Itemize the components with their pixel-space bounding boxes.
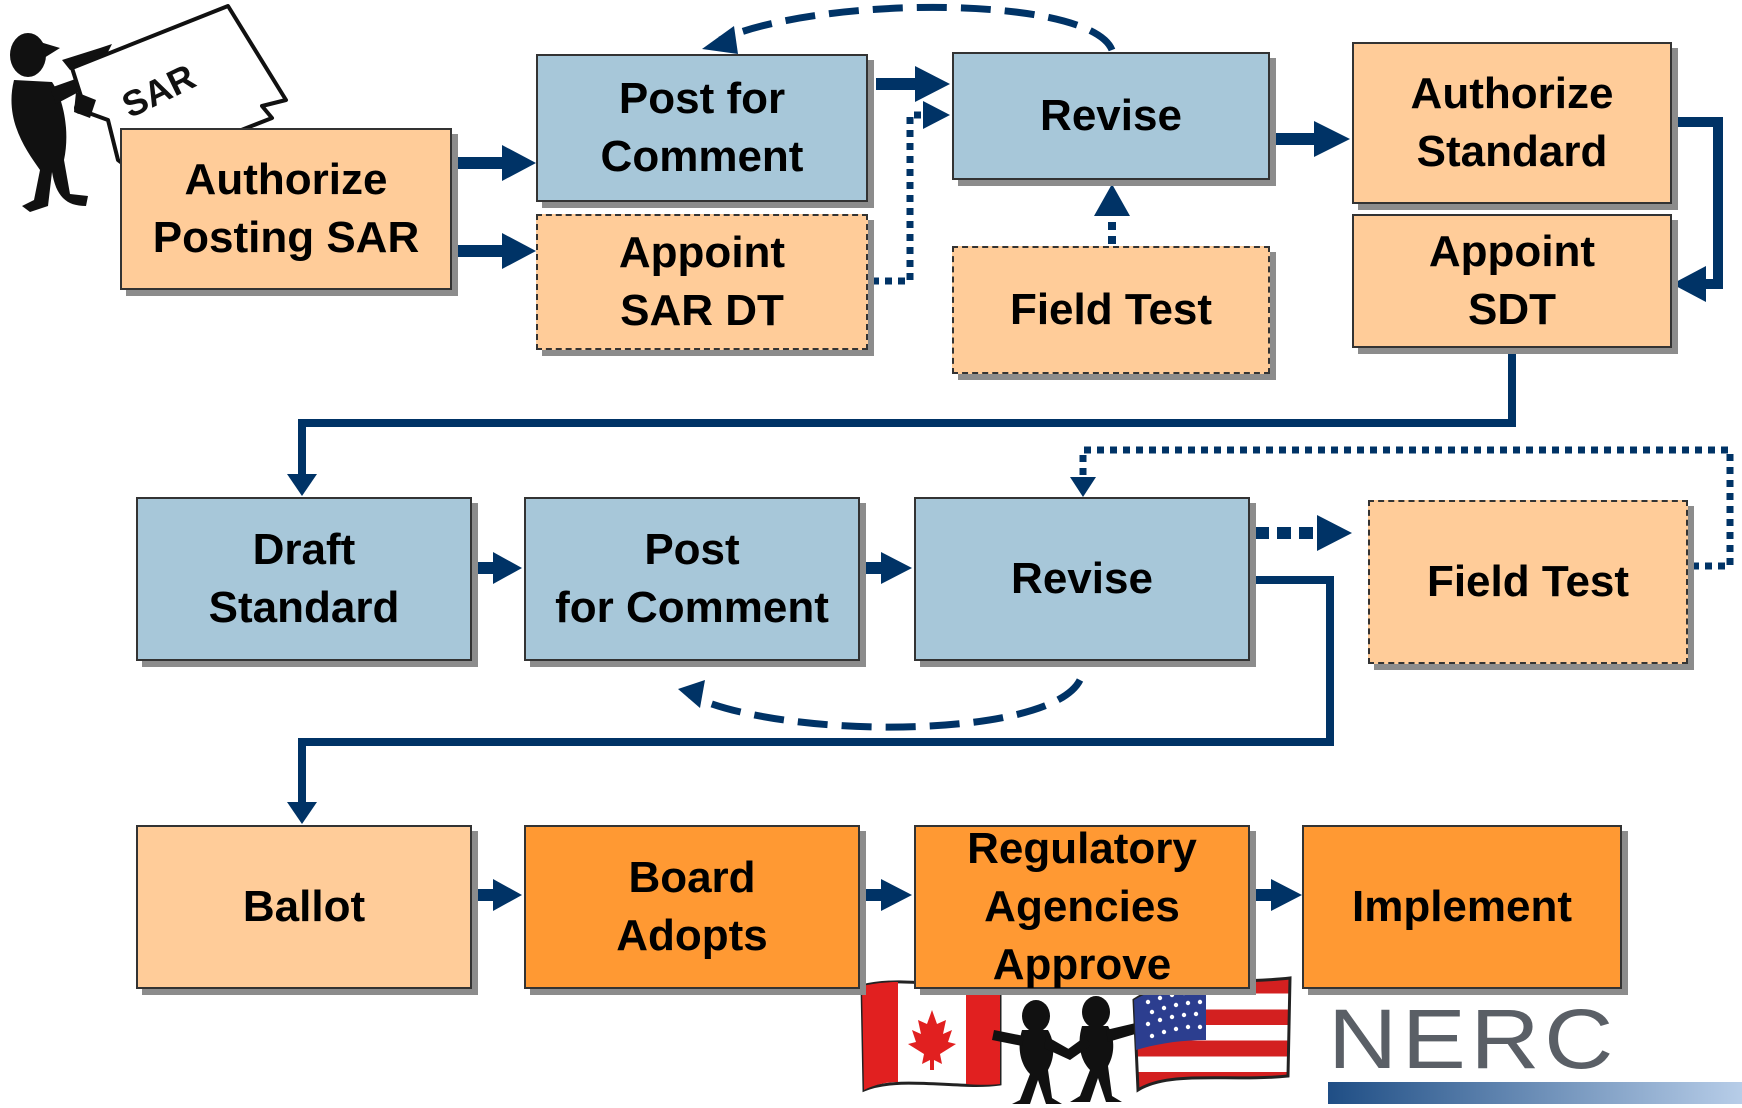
- canada-us-flags-figures-icon: [860, 976, 1292, 1104]
- revise-box-2: Revise: [914, 497, 1250, 661]
- arrow-regulatory-to-implement: [1256, 879, 1302, 911]
- board-adopts-box: Board Adopts: [524, 825, 860, 989]
- solid-connectors-row3: [476, 879, 1302, 911]
- appoint-sar-dt-box: Appoint SAR DT: [536, 214, 868, 350]
- dashed-feedback-row1: [702, 3, 1116, 54]
- arrow-ballot-to-board: [476, 879, 522, 911]
- arrow-post-to-revise-2: [864, 552, 912, 584]
- arrow-authorize-to-appoint-dt: [458, 233, 536, 269]
- solid-connectors-row1: [458, 66, 1723, 302]
- us-flag-icon: [1132, 976, 1292, 1093]
- draft-standard-box: Draft Standard: [136, 497, 472, 661]
- connector-revise-to-ballot: [287, 576, 1334, 824]
- implement-box: Implement: [1302, 825, 1622, 989]
- arrow-authorize-to-post: [458, 145, 536, 181]
- arrow-revise-to-authorize-standard: [1273, 121, 1350, 157]
- field-test-box-1: Field Test: [952, 246, 1270, 374]
- arrow-board-to-regulatory: [864, 879, 912, 911]
- nerc-logo: NERC: [1328, 992, 1742, 1104]
- arrow-field-test-to-revise: [1094, 184, 1130, 244]
- regulatory-agencies-approve-box: Regulatory Agencies Approve: [914, 824, 1250, 989]
- solid-connectors-row2: [476, 515, 1352, 584]
- arrow-revise-to-field-test-2: [1255, 515, 1352, 551]
- arrow-authorize-standard-to-appoint-sdt: [1672, 117, 1723, 302]
- connector-sdt-to-draft: [287, 350, 1516, 496]
- revise-box-1: Revise: [952, 52, 1270, 180]
- post-for-comment-box-2: Post for Comment: [524, 497, 860, 661]
- arrow-draft-to-post: [476, 552, 522, 584]
- nerc-logo-text: NERC: [1328, 992, 1618, 1086]
- field-test-box-2: Field Test: [1368, 500, 1688, 664]
- nerc-logo-bar: [1328, 1082, 1742, 1104]
- dashed-feedback-row2: [678, 678, 1084, 731]
- post-for-comment-box-1: Post for Comment: [536, 54, 868, 202]
- ballot-box: Ballot: [136, 825, 472, 989]
- arrow-post-to-revise: [876, 66, 950, 102]
- dotted-loop-field-test-to-revise: [1070, 446, 1734, 570]
- authorize-standard-box: Authorize Standard: [1352, 42, 1672, 204]
- authorize-posting-sar-box: Authorize Posting SAR: [120, 128, 452, 290]
- dotted-connector-appoint-to-revise: [872, 101, 950, 285]
- appoint-sdt-box: Appoint SDT: [1352, 214, 1672, 348]
